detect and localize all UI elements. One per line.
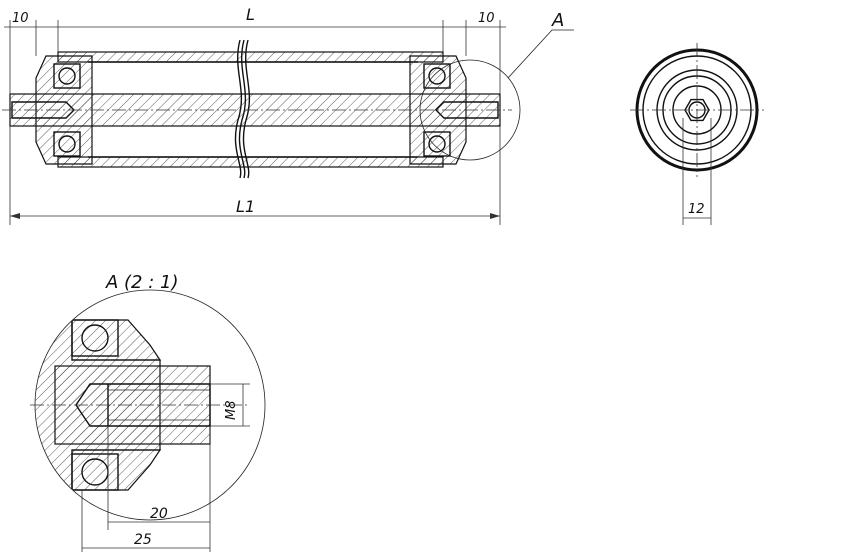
- dim-10-right: 10: [478, 11, 495, 26]
- dim-l: L: [246, 5, 255, 24]
- dim-12: 12: [688, 202, 705, 217]
- bearing-right-bottom: [423, 131, 451, 157]
- detail-a-title: A (2 : 1): [105, 272, 179, 293]
- dimension-l1: L1: [9, 126, 501, 225]
- bearing-left-bottom: [53, 131, 81, 157]
- dim-m8: M8: [224, 401, 239, 421]
- tube-bottom-wall: [57, 156, 444, 168]
- detail-leader-a: [507, 29, 574, 79]
- detail-tapped-hole: [75, 383, 211, 427]
- dim-l1: L1: [236, 197, 255, 216]
- top-dimensions: 10 L 10: [4, 5, 506, 94]
- detail-housing-top: [71, 319, 162, 361]
- detail-a-view: A (2 : 1) M8: [30, 272, 266, 552]
- tube-top-wall: [57, 51, 444, 63]
- dim-10-left: 10: [12, 11, 29, 26]
- roller-side-view: A: [2, 10, 574, 179]
- callout-a-label: A: [551, 10, 564, 31]
- break-line-2: [242, 39, 251, 179]
- tapped-hole-left: [11, 101, 75, 119]
- detail-circle-a: [419, 59, 521, 161]
- bearing-right-top: [423, 63, 451, 89]
- break-line-1: [234, 39, 243, 179]
- detail-bearing-bottom: [71, 453, 119, 491]
- roller-end-view: 12: [630, 43, 764, 225]
- dim-20: 20: [150, 506, 168, 522]
- break-mask: [238, 39, 247, 179]
- detail-housing-bottom: [71, 449, 162, 491]
- bearing-left-top: [53, 63, 81, 89]
- detail-bearing-top: [71, 319, 119, 357]
- tapped-hole-right: [435, 101, 499, 119]
- dim-25: 25: [134, 532, 152, 548]
